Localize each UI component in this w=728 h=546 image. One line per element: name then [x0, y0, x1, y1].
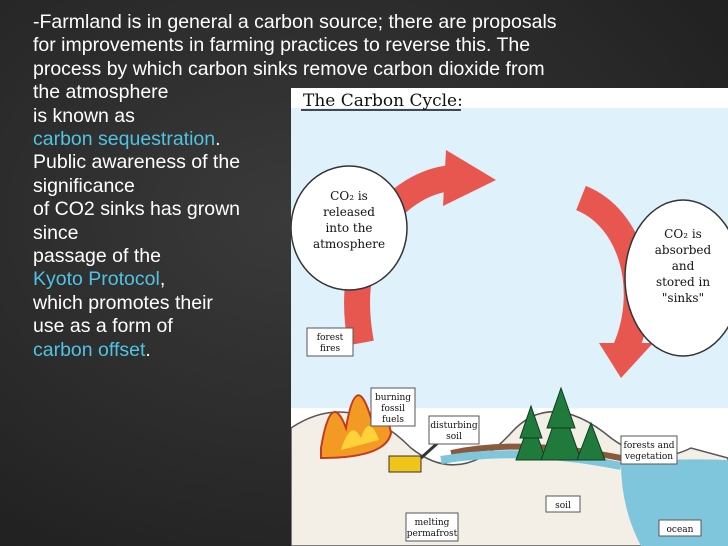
text-line-7: Public awareness of the: [33, 151, 241, 174]
forest-fires-1: forest: [317, 333, 344, 343]
carbon-sequestration-link[interactable]: carbon sequestration: [33, 128, 216, 151]
absorbed-line-2: absorbed: [655, 243, 712, 257]
soil-label: soil: [555, 501, 571, 511]
comma-1: ,: [159, 268, 166, 291]
forest-trees: [515, 386, 606, 461]
absorbed-line-5: "sinks": [662, 291, 704, 305]
absorbed-line-1: CO₂ is: [664, 227, 702, 241]
text-line-11: passage of the: [33, 245, 161, 268]
burning-2: fossil: [381, 404, 405, 414]
melting-2: permafrost: [407, 529, 458, 539]
kyoto-protocol-link[interactable]: Kyoto Protocol: [33, 268, 160, 291]
text-line-9: of CO2 sinks has grown: [33, 198, 241, 221]
melting-1: melting: [415, 518, 450, 528]
slide-text: -Farmland is in general a carbon source;…: [33, 11, 723, 362]
arrow-down-head: [599, 343, 653, 378]
text-line-5: is known as: [33, 104, 135, 127]
period-2: .: [145, 338, 151, 361]
text-line-8: significance: [33, 174, 135, 197]
released-cloud: [291, 165, 408, 291]
text-line-12: Kyoto Protocol,: [33, 268, 723, 291]
released-line-4: atmosphere: [313, 237, 385, 251]
text-line-2: for improvements in farming practices to…: [33, 34, 531, 57]
excavator: [388, 455, 422, 473]
text-line-13: which promotes their: [33, 291, 213, 314]
text-line-10: since: [33, 221, 79, 244]
released-line-3: into the: [325, 221, 372, 235]
disturbing-1: disturbing: [430, 421, 477, 431]
disturbing-2: soil: [446, 432, 462, 442]
forests-2: vegetation: [624, 452, 673, 462]
absorbed-cloud: [624, 199, 728, 357]
period-1: .: [215, 128, 221, 151]
text-line-6: carbon sequestration.: [33, 128, 723, 151]
released-line-2: released: [323, 205, 375, 219]
text-line-14: use as a form of: [33, 315, 173, 338]
absorbed-line-3: and: [672, 259, 695, 273]
text-line-3: process by which carbon sinks remove car…: [33, 57, 545, 80]
carbon-cycle-illustration: The Carbon Cycle: CO₂ is released into t…: [291, 88, 728, 546]
text-line-1: -Farmland is in general a carbon source;…: [33, 11, 557, 33]
forests-1: forests and: [623, 441, 674, 451]
ocean-label: ocean: [667, 525, 694, 535]
burning-1: burning: [375, 393, 411, 403]
burning-3: fuels: [382, 415, 404, 425]
carbon-cycle-drawing: The Carbon Cycle: CO₂ is released into t…: [291, 91, 728, 546]
figure-title: The Carbon Cycle:: [303, 91, 463, 111]
text-line-15: carbon offset.: [33, 339, 723, 362]
text-line-4: the atmosphere: [33, 81, 169, 104]
absorbed-line-4: stored in: [656, 275, 710, 289]
forest-fires-2: fires: [320, 344, 341, 354]
carbon-offset-link[interactable]: carbon offset: [33, 338, 146, 361]
released-line-1: CO₂ is: [330, 189, 368, 203]
arrow-up-head: [443, 150, 496, 206]
